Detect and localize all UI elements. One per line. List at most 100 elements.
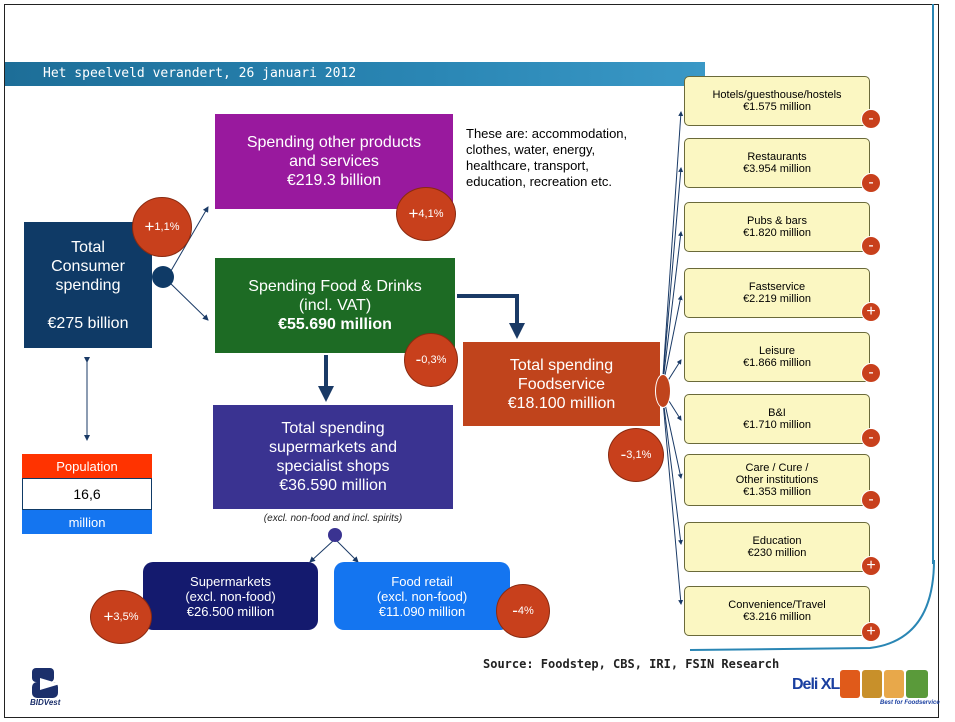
note-line: healthcare, transport,: [466, 158, 589, 173]
segment-sign-restaurants: -: [861, 173, 881, 193]
source-text: Source: Foodstep, CBS, IRI, FSIN Researc…: [483, 657, 780, 671]
bidvest-wordmark: BIDVest: [30, 698, 61, 707]
total-line: Consumer: [51, 257, 125, 275]
foodservice-junction: [655, 374, 671, 408]
other-amount: €219.3 billion: [286, 172, 382, 189]
deli-tagline: Best for Foodservice: [880, 700, 940, 706]
supermarkets-note: (excl. non-food and incl. spirits): [263, 513, 403, 524]
change-badge-food: -0,3%: [404, 333, 458, 387]
change-badge-other: +4,1%: [396, 187, 456, 241]
total-amount: €275 billion: [47, 314, 129, 332]
total-consumer-spending-box: Total Consumer spending €275 billion: [24, 222, 152, 348]
segment-sign-pubs-bars: -: [861, 236, 881, 256]
retail-line: (excl. non-food): [376, 588, 468, 604]
slide-corner-line: [932, 4, 934, 564]
segment-label: Other institutions: [735, 474, 819, 486]
population-unit: million: [22, 510, 152, 534]
fan-1: [661, 111, 684, 391]
fan-9: [661, 389, 684, 605]
other-note: These are: accommodation, clothes, water…: [466, 126, 692, 190]
change-badge-supermarkets: +3,5%: [90, 590, 152, 644]
super-amount: €36.590 million: [279, 477, 387, 494]
slide-corner-curve: [689, 559, 935, 651]
segment-label: Fastservice: [748, 281, 806, 293]
deli-xl-logo: Deli XL Best for Foodservice: [790, 668, 940, 712]
supermarkets-total-box: Total spending supermarkets and speciali…: [213, 405, 453, 509]
segment-sign-education: +: [861, 556, 881, 576]
segment-amount: €1.866 million: [743, 357, 811, 369]
change-badge-total: +1,1%: [132, 197, 192, 257]
segment-label: Education: [752, 535, 802, 547]
segment-amount: €1.820 million: [743, 227, 811, 239]
super-junction: [328, 528, 342, 542]
food-amount: €55.690 million: [278, 316, 392, 333]
segment-hotels: Hotels/guesthouse/hostels €1.575 million: [684, 76, 870, 126]
super-line: specialist shops: [276, 458, 390, 475]
slide-frame: [4, 4, 939, 718]
foodservice-line: Foodservice: [517, 375, 606, 393]
note-line: education, recreation etc.: [466, 174, 612, 189]
segment-amount: €2.219 million: [743, 293, 811, 305]
foodservice-box: Total spending Foodservice €18.100 milli…: [463, 342, 660, 426]
note-line: These are: accommodation,: [466, 126, 628, 141]
segment-b-and-i: B&I €1.710 million: [684, 394, 870, 444]
segment-label: Leisure: [758, 345, 796, 357]
segment-leisure: Leisure €1.866 million: [684, 332, 870, 382]
segment-amount: €3.216 million: [743, 611, 811, 623]
food-line: Spending Food & Drinks: [248, 278, 422, 295]
segment-care: Care / Cure / Other institutions €1.353 …: [684, 454, 870, 506]
arrow-to-food: [167, 280, 209, 321]
foodservice-line: Total spending: [509, 356, 614, 374]
segment-sign-convenience: +: [861, 622, 881, 642]
segment-amount: €1.353 million: [743, 486, 811, 498]
segment-label: Care / Cure /: [745, 462, 809, 474]
segment-sign-leisure: -: [861, 363, 881, 383]
segment-label: B&I: [768, 407, 786, 419]
segment-sign-hotels: -: [861, 109, 881, 129]
change-badge-foodservice: -3,1%: [608, 428, 664, 482]
segment-pubs-bars: Pubs & bars €1.820 million: [684, 202, 870, 252]
segment-label: Pubs & bars: [747, 215, 807, 227]
population-value: 16,6: [22, 478, 152, 510]
fan-8: [661, 389, 683, 545]
segment-amount: €1.575 million: [743, 101, 811, 113]
food-images-icon: [840, 670, 928, 698]
segment-education: Education €230 million: [684, 522, 870, 572]
segment-label: Restaurants: [747, 151, 807, 163]
retail-line: Food retail: [391, 573, 453, 589]
segment-amount: €3.954 million: [743, 163, 811, 175]
foodservice-amount: €18.100 million: [507, 394, 616, 412]
change-badge-food-retail: -4%: [496, 584, 550, 638]
segment-sign-fastservice: +: [861, 302, 881, 322]
line-super-right: [335, 539, 359, 563]
total-line: spending: [55, 276, 121, 294]
supermarkets-line: (excl. non-food): [185, 588, 276, 604]
fan-3: [661, 231, 684, 391]
fan-2: [661, 167, 684, 391]
segment-fastservice: Fastservice €2.219 million: [684, 268, 870, 318]
supermarkets-amount: €26.500 million: [186, 603, 275, 619]
other-line: and services: [289, 153, 379, 170]
segment-label: Hotels/guesthouse/hostels: [712, 89, 842, 101]
segment-label: Convenience/Travel: [728, 599, 826, 611]
segment-sign-care: -: [861, 490, 881, 510]
supermarkets-box: Supermarkets (excl. non-food) €26.500 mi…: [143, 562, 318, 630]
food-drinks-box: Spending Food & Drinks (incl. VAT) €55.6…: [215, 258, 455, 353]
segment-convenience: Convenience/Travel €3.216 million: [684, 586, 870, 636]
segment-amount: €1.710 million: [743, 419, 811, 431]
slide-title-bar: Het speelveld verandert, 26 januari 2012: [5, 62, 705, 86]
population-label: Population: [22, 454, 152, 478]
retail-amount: €11.090 million: [378, 603, 466, 619]
segment-sign-b-and-i: -: [861, 428, 881, 448]
other-line: Spending other products: [246, 134, 422, 151]
super-line: supermarkets and: [268, 439, 398, 456]
bidvest-mark-icon: [32, 668, 60, 698]
line-super-left: [309, 539, 335, 563]
segment-amount: €230 million: [747, 547, 807, 559]
food-line: (incl. VAT): [298, 297, 372, 314]
supermarkets-line: Supermarkets: [190, 573, 271, 589]
food-retail-box: Food retail (excl. non-food) €11.090 mil…: [334, 562, 510, 630]
total-line: Total: [71, 238, 105, 256]
junction-node: [152, 266, 174, 288]
